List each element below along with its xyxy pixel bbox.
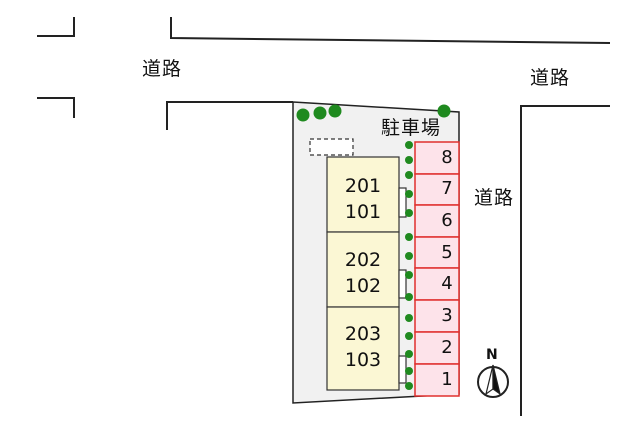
road-edges [37, 17, 611, 416]
parking-space-7 [414, 173, 460, 206]
building-2 [326, 231, 400, 308]
shrub-icon [405, 233, 413, 241]
unit-label: 201 [344, 175, 382, 197]
road-edge-top-right-upper [170, 17, 611, 44]
parking-number: 4 [441, 273, 453, 294]
shrub-icon [405, 382, 413, 390]
parking-number: 5 [441, 242, 453, 263]
shrub-icon [405, 252, 413, 260]
shrub-icon [405, 156, 413, 164]
entrance-notch-1 [398, 187, 407, 218]
road-edge-right [520, 105, 610, 416]
road-label-right: 道路 [474, 187, 515, 209]
unit-label: 203 [344, 323, 382, 345]
shrub-icon [405, 209, 413, 217]
parking-space-3 [414, 299, 460, 333]
trees [296, 104, 451, 122]
tree-icon [437, 104, 451, 118]
parking-number: 8 [441, 147, 453, 168]
unit-label: 102 [344, 275, 382, 297]
parking-space-8 [414, 141, 460, 175]
tree-icon [296, 108, 310, 122]
entrance-notch-3 [398, 355, 407, 384]
unit-label: 202 [344, 249, 382, 271]
shrub-icon [405, 293, 413, 301]
storage-outline [309, 138, 354, 156]
parking-label: 駐車場 [381, 117, 442, 139]
parking-space-4 [414, 267, 460, 301]
parking-number: 7 [441, 178, 453, 199]
tree-icon [328, 104, 342, 118]
shrubs [405, 141, 413, 390]
road-label-top-right: 道路 [530, 67, 571, 89]
shrub-icon [405, 171, 413, 179]
north-label: N [486, 347, 499, 363]
parking-number: 6 [441, 210, 453, 231]
parking-space-2 [414, 331, 460, 365]
shrub-icon [405, 271, 413, 279]
unit-label: 103 [344, 349, 382, 371]
road-edge-top-left-lower [37, 97, 75, 118]
parking-number: 2 [441, 337, 453, 358]
parking-space-1 [414, 363, 460, 397]
parking-number: 3 [441, 305, 453, 326]
north-arrow-icon [477, 364, 509, 398]
tree-icon [313, 106, 327, 120]
shrub-icon [405, 314, 413, 322]
parking-space-6 [414, 204, 460, 238]
unit-label: 101 [344, 201, 382, 223]
shrub-icon [405, 350, 413, 358]
shrub-icon [405, 332, 413, 340]
road-label-top-left: 道路 [142, 58, 183, 80]
building-3 [326, 306, 400, 391]
entrance-notch-2 [398, 269, 407, 299]
parking-space-5 [414, 236, 460, 269]
parking-number: 1 [441, 369, 453, 390]
road-edge-mid [166, 101, 293, 130]
shrub-icon [405, 367, 413, 375]
parking-spaces [414, 141, 460, 397]
shrub-icon [405, 141, 413, 149]
road-edge-top-left-upper [37, 17, 75, 37]
shrub-icon [405, 190, 413, 198]
